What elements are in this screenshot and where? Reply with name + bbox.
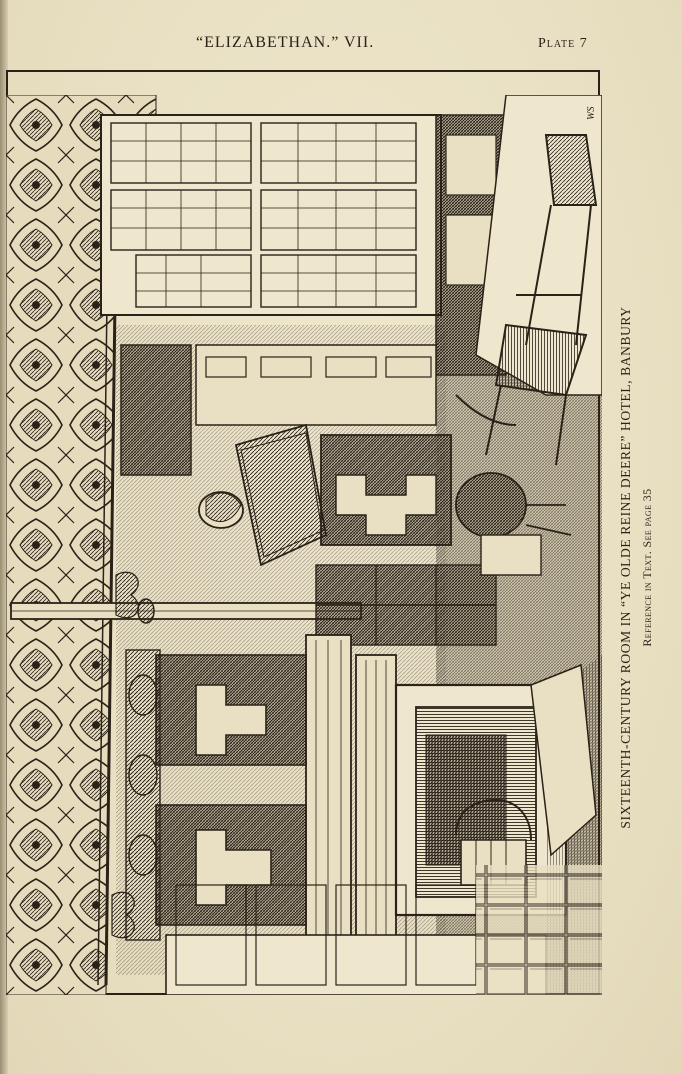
artist-monogram: WS [584,100,600,120]
plate-number: Plate 7 [538,36,588,51]
caption-rotated-block: SIXTEENTH-CENTURY ROOM IN “YE OLDE REINE… [612,140,672,995]
artist-initials: WS [586,106,597,120]
running-title: “ELIZABETHAN.” VII. [196,34,375,51]
binding-gutter [0,0,8,1074]
caption-title: SIXTEENTH-CENTURY ROOM IN “YE OLDE REINE… [618,306,633,829]
room-engraving [6,95,602,995]
caption-reference: Reference in Text. See page 35 [640,488,654,647]
plate-caption: SIXTEENTH-CENTURY ROOM IN “YE OLDE REINE… [612,140,672,995]
